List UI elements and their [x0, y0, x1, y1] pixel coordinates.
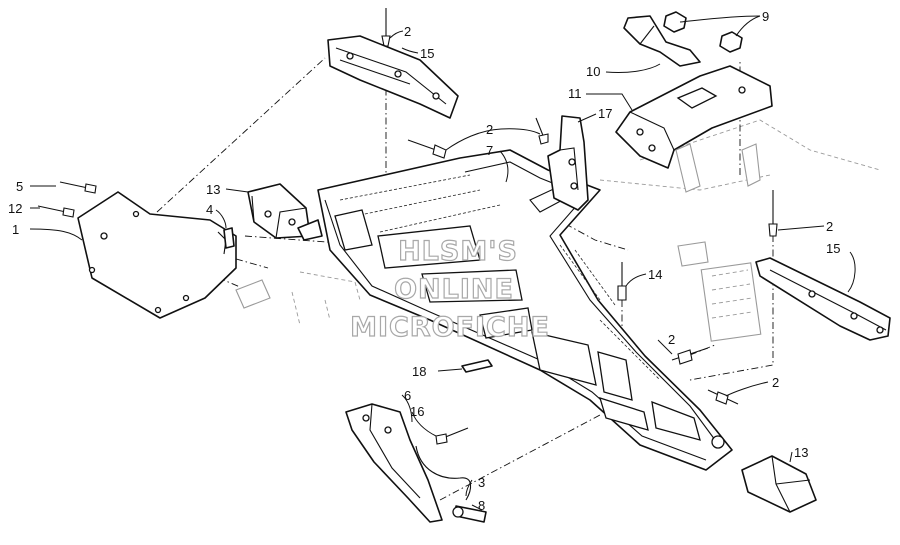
callout-17: 17 [598, 106, 612, 121]
rivet-top-left [381, 8, 391, 47]
callout-15-right: 15 [826, 241, 840, 256]
callout-15-top: 15 [420, 46, 434, 61]
callout-5: 5 [16, 179, 23, 194]
callout-2-right: 2 [826, 219, 833, 234]
callout-11: 11 [568, 86, 582, 101]
callout-6: 6 [404, 388, 411, 403]
callout-9: 9 [762, 9, 769, 24]
watermark-line-2: ONLINE [394, 274, 514, 305]
panel-cutout-6 [597, 351, 633, 401]
rivet-lower-middle [671, 347, 709, 365]
panel-cutout-3 [421, 269, 523, 303]
callout-13-right: 13 [794, 445, 808, 460]
rivet-12 [37, 205, 75, 218]
safety-cable-3 [415, 445, 472, 501]
bracket-10 [623, 15, 701, 67]
callout-18: 18 [412, 364, 426, 379]
panel-bolt-hole [711, 435, 725, 449]
callout-labels: 1 2 2 2 2 2 3 4 5 6 7 8 9 10 11 12 13 13… [8, 9, 840, 513]
callout-3: 3 [478, 475, 485, 490]
panel-cutout-8 [651, 400, 701, 441]
callout-2-lower-right: 2 [772, 375, 779, 390]
watermark: HLSM'S ONLINE MICROFICHE [349, 235, 550, 343]
rivet-right [768, 190, 778, 237]
bar-18 [461, 359, 493, 373]
bracket-13-left [247, 183, 323, 241]
bracket-6 [345, 403, 443, 523]
leader-lines [29, 15, 856, 511]
bracket-13-right [741, 455, 817, 513]
rail-15-right [755, 257, 891, 341]
mount-plate-11 [615, 65, 773, 193]
rivet-bracket [535, 117, 549, 145]
panel-cutout-4 [479, 307, 533, 339]
callout-12: 12 [8, 201, 22, 216]
callout-1: 1 [12, 222, 19, 237]
rivet-lower-right [707, 389, 739, 405]
watermark-line-3: MICROFICHE [350, 312, 550, 343]
callout-2-upper: 2 [486, 122, 493, 137]
rail-15-top [327, 35, 459, 119]
callout-16: 16 [410, 404, 424, 419]
rivet-14 [617, 262, 627, 301]
nut-9-left [663, 11, 687, 33]
callout-13-left: 13 [206, 182, 220, 197]
rivet-16 [435, 427, 469, 445]
panel-cutout-5 [531, 331, 597, 386]
callout-14: 14 [648, 267, 662, 282]
callout-8: 8 [478, 498, 485, 513]
bracket-17 [547, 115, 589, 211]
reference-outline-left [235, 271, 361, 326]
callout-4: 4 [206, 202, 213, 217]
rivet-5 [59, 181, 97, 194]
rivet-top-middle [407, 139, 447, 159]
callout-7: 7 [486, 143, 493, 158]
pin-8 [452, 505, 487, 523]
watermark-line-1: HLSM'S [398, 236, 518, 267]
callout-2-lower: 2 [668, 332, 675, 347]
callout-2-top: 2 [404, 24, 411, 39]
panel-cutout-1 [334, 209, 373, 251]
nut-9-right [719, 31, 743, 53]
clip-4 [223, 227, 235, 249]
panel-cutout-2 [377, 225, 481, 269]
panel-cutout-7 [599, 397, 649, 431]
tunnel-side-panel [317, 149, 733, 471]
callout-10: 10 [586, 64, 600, 79]
